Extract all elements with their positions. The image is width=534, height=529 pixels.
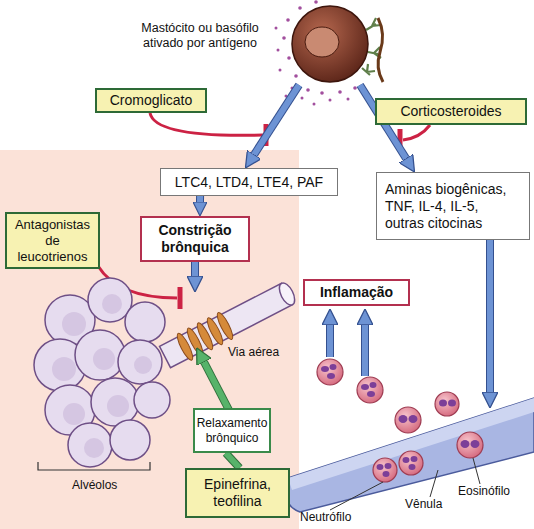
connector-arrow: [200, 196, 201, 202]
block-arrow: [195, 262, 196, 276]
connector-line: [197, 196, 203, 202]
node-text: Aminas biogênicas, TNF, IL-4, IL-5, outr…: [385, 181, 521, 232]
cell-node: Mastócito ou basófilo ativado por antíge…: [110, 5, 380, 85]
bracket: [38, 462, 150, 470]
mediator-box: Aminas biogênicas, TNF, IL-4, IL-5, outr…: [376, 172, 530, 240]
connector-outline: [196, 196, 204, 202]
block-arrow: [330, 325, 331, 357]
node-text: Mastócito ou basófilo ativado por antíge…: [130, 21, 270, 51]
node-text: Cromoglicato: [110, 92, 192, 109]
inhibitor-line: [400, 125, 430, 151]
neutrophil: [357, 377, 383, 403]
eosinophil: [457, 432, 483, 458]
leader-line: [330, 458, 480, 510]
block-arrow: [490, 240, 491, 392]
connector-outline: [226, 453, 240, 468]
eosinophil: [435, 392, 459, 416]
block-arrow: [365, 325, 366, 376]
effect-box: Constrição brônquica: [140, 216, 250, 262]
node-text: Antagonistas de leucotrienos: [10, 217, 95, 265]
venule: [286, 398, 534, 512]
part-label: Vênula: [405, 497, 442, 511]
drug-box: Corticosteroides: [375, 98, 527, 125]
drug-box: Cromoglicato: [95, 88, 207, 113]
airway: [160, 281, 298, 368]
granule-dots: [275, 0, 366, 105]
node-text: LTC4, LTD4, LTE4, PAF: [175, 174, 323, 191]
neutrophil: [399, 451, 423, 475]
drug-box: Epinefrina, teofilina: [185, 468, 290, 518]
connector-line: [226, 453, 240, 468]
drug-box: Antagonistas de leucotrienos: [5, 212, 100, 269]
panel-background: [0, 150, 299, 529]
part-label: Alvéolos: [72, 478, 117, 492]
connector-arrow: [254, 85, 299, 155]
mediator-box: LTC4, LTD4, LTE4, PAF: [160, 168, 338, 196]
part-label: Eosinófilo: [458, 484, 510, 498]
neutrophil: [373, 458, 397, 482]
part-label: Via aérea: [228, 345, 279, 359]
alveoli: [34, 278, 170, 467]
node-text: Corticosteroides: [400, 103, 501, 120]
connector-outline: [254, 85, 299, 155]
effect-box: Relaxamento brônquico: [193, 408, 271, 453]
eosinophil: [395, 407, 421, 433]
node-text: Constrição brônquica: [146, 222, 244, 256]
neutrophil: [317, 359, 343, 385]
node-text: Epinefrina, teofilina: [190, 476, 285, 510]
connector-arrow: [226, 453, 240, 468]
relax-arrow: [204, 362, 230, 412]
effect-box: Inflamação: [303, 279, 410, 306]
part-label: Neutrófilo: [300, 510, 351, 524]
node-text: Inflamação: [320, 284, 393, 301]
alveoli-shading: [52, 294, 152, 458]
connector-line: [254, 85, 299, 155]
inhibitor-line: [150, 113, 266, 146]
node-text: Relaxamento brônquico: [196, 416, 268, 446]
mast-cell: [292, 6, 383, 82]
